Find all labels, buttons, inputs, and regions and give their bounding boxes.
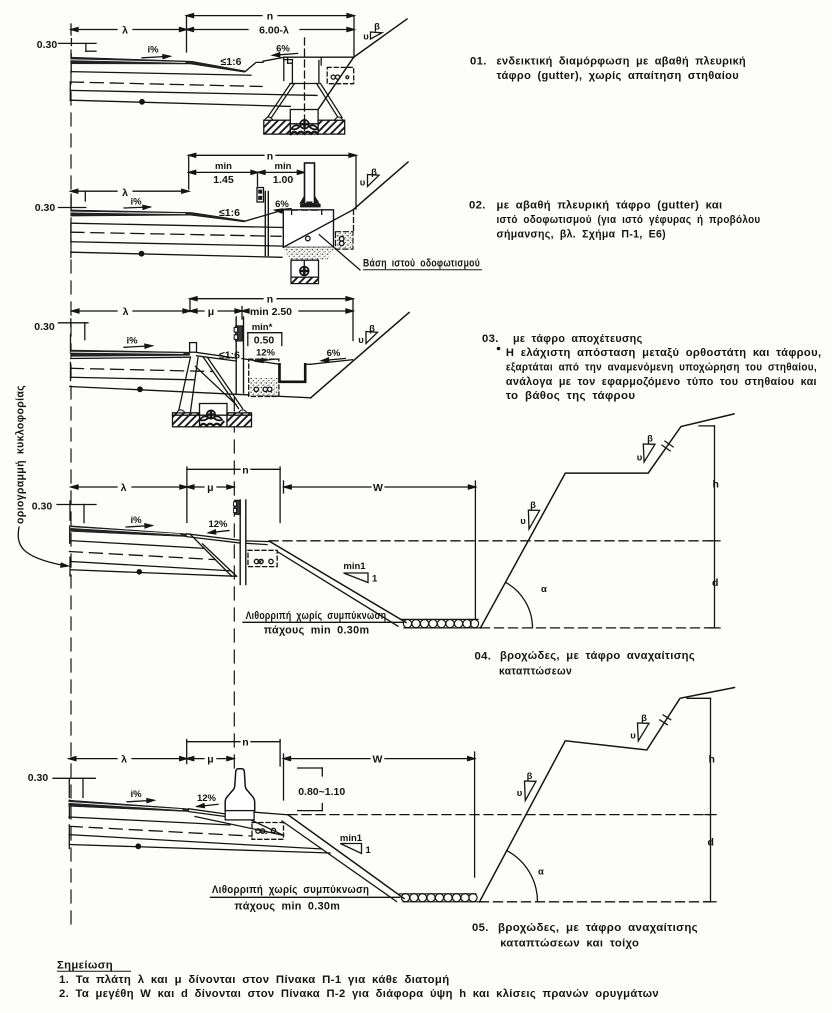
svg-text:∞: ∞ <box>257 557 264 568</box>
svg-text:λ: λ <box>121 753 127 765</box>
svg-text:1. Τα πλάτη λ και μ δίνονται: 1. Τα πλάτη λ και μ δίνονται στον Πίνακα… <box>59 974 450 986</box>
svg-text:πάχους min 0.30m: πάχους min 0.30m <box>264 625 370 637</box>
svg-text:οριογραμμή κυκλοφορίας: οριογραμμή κυκλοφορίας <box>15 385 27 524</box>
svg-text:0.80~1.10: 0.80~1.10 <box>298 786 345 798</box>
svg-text:Βάση ιστού οδοφωτισμού: Βάση ιστού οδοφωτισμού <box>363 258 480 270</box>
svg-text:β: β <box>647 434 653 445</box>
svg-text:min 2.50: min 2.50 <box>250 306 292 318</box>
svg-text:ενδεικτική διαμόρφωση με αβαθή: ενδεικτική διαμόρφωση με αβαθή πλευρική <box>497 56 747 68</box>
svg-text:υ: υ <box>520 516 526 527</box>
svg-text:α: α <box>541 584 547 595</box>
svg-text:σήμανσης, βλ. Σχήμα Π-1, Ε6): σήμανσης, βλ. Σχήμα Π-1, Ε6) <box>497 229 667 241</box>
svg-text:υ: υ <box>358 335 364 346</box>
svg-text:i%: i% <box>130 789 142 800</box>
svg-text:05.: 05. <box>472 922 489 934</box>
svg-text:∞: ∞ <box>261 827 268 838</box>
svg-text:min: min <box>275 161 292 172</box>
svg-text:h: h <box>709 754 715 766</box>
svg-text:μ: μ <box>207 753 213 765</box>
svg-text:≤1:6: ≤1:6 <box>219 207 240 219</box>
svg-text:0.30: 0.30 <box>35 202 56 214</box>
svg-text:το βάθος της τάφρου: το βάθος της τάφρου <box>506 390 636 402</box>
svg-text:1.00: 1.00 <box>273 174 294 186</box>
svg-text:h: h <box>713 479 719 491</box>
svg-text:1.45: 1.45 <box>213 174 234 186</box>
svg-text:0.30: 0.30 <box>37 39 58 51</box>
svg-text:α: α <box>538 867 544 878</box>
svg-text:min1: min1 <box>340 833 363 844</box>
svg-text:β: β <box>527 771 533 782</box>
svg-text:03.: 03. <box>482 333 499 345</box>
svg-text:i%: i% <box>130 515 142 526</box>
svg-text:min*: min* <box>252 322 273 333</box>
svg-text:βροχώδες, με τάφρο αναχαίτισης: βροχώδες, με τάφρο αναχαίτισης <box>500 650 695 662</box>
svg-text:6%: 6% <box>276 44 290 55</box>
svg-text:λ: λ <box>122 24 128 36</box>
svg-text:6.00-λ: 6.00-λ <box>259 25 289 37</box>
svg-text:≤1:6: ≤1:6 <box>221 56 242 68</box>
svg-text:12%: 12% <box>208 519 228 530</box>
svg-text:min1: min1 <box>343 561 366 572</box>
svg-text:0.30: 0.30 <box>32 501 53 513</box>
svg-text:καταπτώσεων: καταπτώσεων <box>499 666 572 678</box>
svg-text:με αβαθή πλευρική τάφρο (gutte: με αβαθή πλευρική τάφρο (gutter) και <box>497 200 723 212</box>
svg-text:n: n <box>267 11 273 23</box>
svg-text:Λιθορριπή χωρίς συμπύκνωση: Λιθορριπή χωρίς συμπύκνωση <box>246 610 387 622</box>
svg-text:ανάλογα με τον εφαρμοζόμενο τύ: ανάλογα με τον εφαρμοζόμενο τύπο του στη… <box>506 376 817 388</box>
svg-text:02.: 02. <box>469 200 486 212</box>
svg-text:β: β <box>530 500 536 511</box>
svg-text:β: β <box>369 324 375 335</box>
svg-text:12%: 12% <box>256 348 276 359</box>
svg-text:6%: 6% <box>327 348 341 359</box>
svg-text:n: n <box>242 737 248 749</box>
svg-text:Η ελάχιστη απόσταση μεταξύ ορθ: Η ελάχιστη απόσταση μεταξύ ορθοστάτη και… <box>506 347 822 359</box>
svg-text:6%: 6% <box>275 199 289 210</box>
svg-text:i%: i% <box>147 45 159 56</box>
svg-text:με τάφρο αποχέτευσης: με τάφρο αποχέτευσης <box>513 333 643 345</box>
svg-text:n: n <box>267 294 273 306</box>
svg-text:β: β <box>374 22 380 33</box>
svg-text:01.: 01. <box>470 56 487 68</box>
svg-text:04.: 04. <box>475 651 492 663</box>
svg-text:1: 1 <box>372 574 378 585</box>
svg-text:n: n <box>242 464 248 476</box>
svg-text:W: W <box>373 482 383 494</box>
svg-text:λ: λ <box>123 306 129 318</box>
svg-text:υ: υ <box>630 731 636 742</box>
svg-text:τάφρο (gutter), χωρίς απαίτηση: τάφρο (gutter), χωρίς απαίτηση στηθαίου <box>497 70 740 82</box>
svg-text:Σημείωση: Σημείωση <box>57 960 113 972</box>
svg-text:μ: μ <box>207 482 213 494</box>
svg-text:W: W <box>373 753 383 765</box>
svg-text:2. Τα μεγέθη W και d δίνονται: 2. Τα μεγέθη W και d δίνονται στον Πίνακ… <box>59 988 659 1000</box>
svg-text:λ: λ <box>122 187 128 199</box>
svg-text:πάχους min 0.30m: πάχους min 0.30m <box>234 901 340 913</box>
svg-text:min: min <box>215 161 232 172</box>
svg-text:υ: υ <box>360 178 366 189</box>
svg-text:Λιθορριπή χωρίς συμπύκνωση: Λιθορριπή χωρίς συμπύκνωση <box>212 884 369 896</box>
svg-text:0.30: 0.30 <box>34 321 55 333</box>
svg-text:μ: μ <box>208 306 214 318</box>
svg-text:β: β <box>371 167 377 178</box>
svg-text:καταπτώσεων και τοίχο: καταπτώσεων και τοίχο <box>500 938 639 950</box>
svg-text:d: d <box>712 577 718 589</box>
svg-text:12%: 12% <box>197 793 217 804</box>
svg-text:1: 1 <box>366 845 372 856</box>
svg-text:i%: i% <box>130 197 142 208</box>
svg-text:i%: i% <box>126 336 138 347</box>
svg-text:βροχώδες, με τάφρο αναχαίτισης: βροχώδες, με τάφρο αναχαίτισης <box>498 922 698 934</box>
svg-text:εξαρτάται από την αναμενόμενη: εξαρτάται από την αναμενόμενη υποχώρηση … <box>506 362 817 374</box>
svg-text:d: d <box>708 837 714 849</box>
svg-text:ιστό οδοφωτισμού (για ιστό γέφ: ιστό οδοφωτισμού (για ιστό γέφυρας ή προ… <box>497 214 761 226</box>
svg-text:0.30: 0.30 <box>28 772 49 784</box>
svg-text:υ: υ <box>637 453 643 464</box>
svg-text:λ: λ <box>121 482 127 494</box>
svg-text:υ: υ <box>363 32 369 43</box>
svg-text:0.50: 0.50 <box>254 335 275 347</box>
svg-text:β: β <box>641 713 647 724</box>
svg-text:n: n <box>267 150 273 162</box>
svg-text:υ: υ <box>517 788 523 799</box>
svg-text:≤1:6: ≤1:6 <box>219 350 240 362</box>
